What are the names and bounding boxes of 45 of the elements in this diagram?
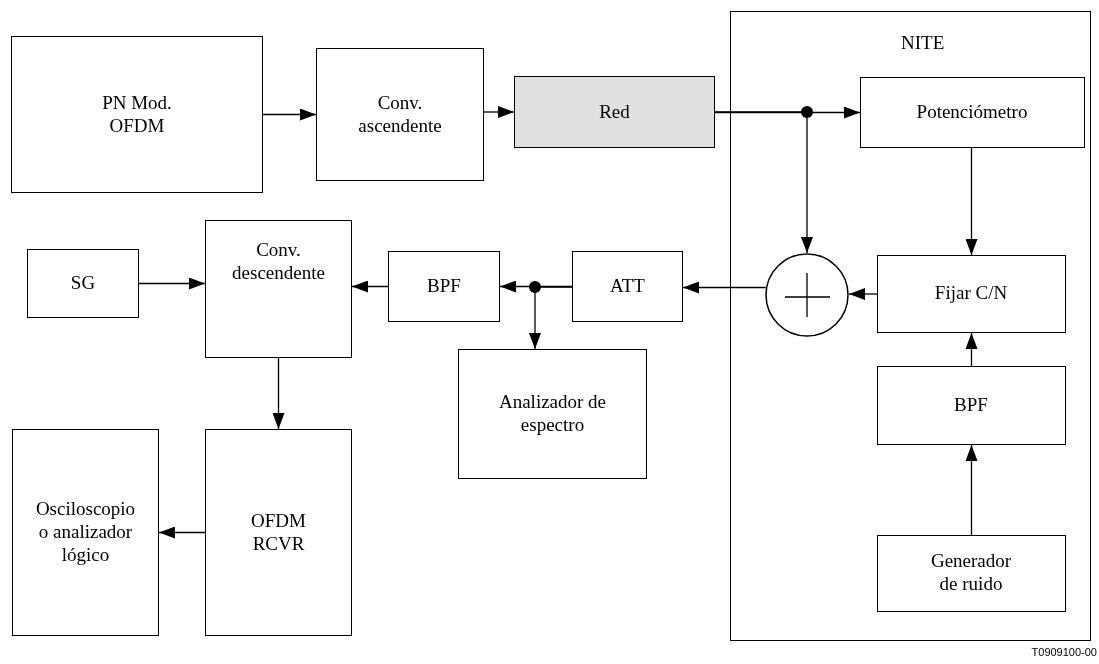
- arrow: [529, 286, 573, 350]
- arrow: [272, 357, 285, 430]
- arrow: [262, 108, 317, 121]
- process-box: [205, 429, 352, 636]
- process-box: [876, 254, 1066, 333]
- block-label: SG: [70, 272, 96, 295]
- arrow: [848, 288, 878, 300]
- process-box: [316, 48, 484, 181]
- process-box: [11, 36, 263, 193]
- block-label: Generador de ruido: [929, 550, 1013, 596]
- block-label: Conv. ascendente: [357, 91, 443, 138]
- group-box: [730, 11, 1091, 641]
- process-box: [514, 76, 715, 148]
- process-box: [876, 534, 1066, 612]
- process-box: [458, 349, 647, 479]
- block-label: Analizador de espectro: [497, 391, 608, 437]
- process-box: [388, 251, 500, 322]
- block-label: Fijar C/N: [934, 282, 1008, 305]
- summing-junction: [764, 252, 849, 337]
- block-label: PN Mod. OFDM: [101, 91, 173, 138]
- block-label: Conv. descendente: [231, 239, 326, 285]
- process-box: [205, 220, 352, 358]
- arrow: [965, 444, 978, 536]
- process-box: [572, 251, 683, 322]
- block-label: BPF: [954, 393, 988, 417]
- process-box: [876, 365, 1066, 445]
- arrow: [714, 111, 813, 254]
- process-box: [27, 249, 139, 318]
- block-label: ATT: [610, 275, 645, 298]
- process-box: [12, 429, 159, 636]
- block-label: Osciloscopio o analizador lógico: [34, 498, 137, 567]
- arrow: [682, 281, 767, 294]
- group-heading: NITE: [901, 32, 945, 55]
- arrow: [138, 277, 206, 290]
- arrow: [158, 526, 206, 539]
- arrow: [351, 280, 389, 293]
- block-label: BPF: [427, 275, 461, 298]
- block-label: Potenciómetro: [916, 100, 1028, 124]
- block-label: OFDM RCVR: [250, 509, 307, 556]
- arrow: [483, 106, 515, 118]
- figure-number: T0909100-00: [1031, 646, 1097, 658]
- block-label: Red: [599, 100, 630, 124]
- process-box: [859, 76, 1085, 148]
- arrow: [965, 147, 978, 256]
- arrow: [965, 332, 978, 367]
